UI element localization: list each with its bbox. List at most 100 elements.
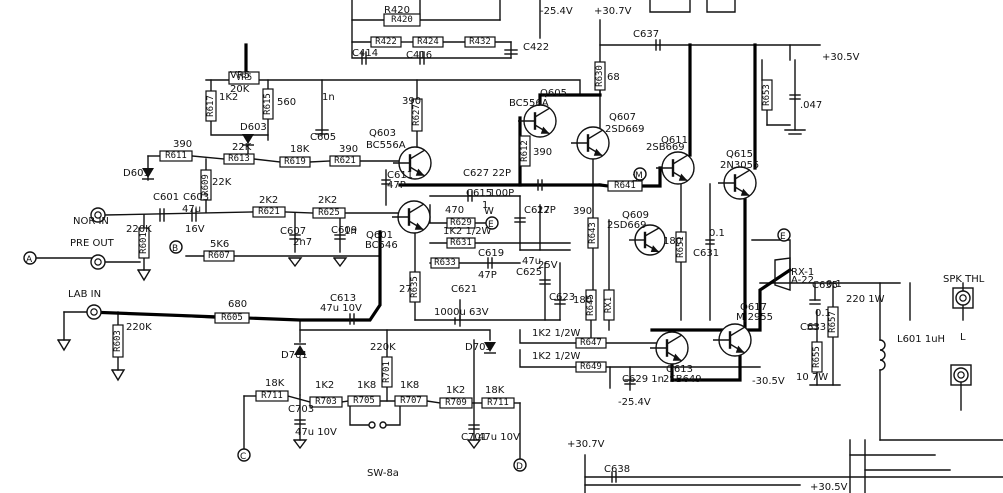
resistor: R629 [446,217,476,229]
component-label: 1000u 63V [434,307,489,318]
resistor: R612 [519,135,531,167]
resistor-label: R619 [284,157,306,167]
resistor-label: R422 [375,37,397,47]
resistor: R705 [347,395,381,407]
test-points: A B C D E E M [23,167,791,472]
resistor: R420 [383,13,421,27]
resistor: R647 [575,337,607,349]
resistor: R601 [138,227,150,259]
resistor-label: R611 [165,151,187,161]
component-label: +30.7V [567,439,605,450]
resistor-label: R653 [762,84,772,106]
component-label: C617 [524,205,550,216]
transistor-symbol [392,200,431,234]
resistor: R422 [370,36,402,48]
svg-text:D: D [516,462,523,472]
resistor-label: R420 [391,15,413,25]
component-label: L601 1uH [897,334,945,345]
component-label: 2SB669 [646,142,685,153]
component-label: C601 [153,192,179,203]
resistor-label: R711 [487,398,509,408]
resistor-label: R432 [469,37,491,47]
component-label: 47u [522,256,541,267]
resistor: R643 [587,217,599,249]
resistor-label: VR5 [236,73,252,83]
component-label: 2SD669 [607,220,647,231]
component-label: A-22 [791,275,814,286]
component-label: 47u 10V [478,432,520,443]
resistor-label: R603 [113,330,123,352]
component-label: 22P [537,205,556,216]
component-label: D703 [465,342,492,353]
relay-symbol [774,257,791,291]
resistor: R711 [481,397,515,409]
component-label: 47P [478,270,497,281]
component-label: 2K2 [259,195,278,206]
svg-text:A: A [26,255,33,265]
component-label: 180 [573,295,592,306]
transistor-symbol [650,331,689,365]
diodes [142,134,496,355]
resistor-label: R615 [263,93,273,115]
component-label: 25V [538,260,558,271]
connector-terminal [955,290,971,306]
component-label: Q607 [609,112,636,123]
component-label: VR5 [230,70,250,81]
svg-text:M: M [635,171,643,181]
component-label: 47u 10V [320,303,362,314]
component-label: Q611 [661,135,688,146]
component-label: BC556A [366,140,406,151]
terminal-group [86,207,971,383]
resistor-label: R627 [412,104,422,126]
resistor-label: R621 [258,207,280,217]
component-label: C615 [466,188,492,199]
component-label: -25.4V [540,6,573,17]
speaker-terminal-boxes [950,287,974,386]
resistor: R627 [411,98,423,132]
component-label: BC556A [509,98,549,109]
component-label: 390 [339,144,358,155]
resistor-label: R631 [450,238,472,248]
transistor-group [392,104,757,365]
resistor-label: R655 [812,346,822,368]
component-label: C703 [288,404,314,415]
component-label: C631 [693,248,719,259]
resistor-label: R424 [417,37,439,47]
component-label: 0.1 [815,308,831,319]
resistor-label: R641 [614,181,636,191]
component-label: 220 1W [846,294,885,305]
component-label: C637 [633,29,659,40]
resistor-label: R613 [228,154,250,164]
connector-terminal [90,207,106,223]
component-label: +30.5V [810,482,848,493]
resistor: R603 [112,324,124,358]
inductor-l601 [879,339,886,371]
component-label: Q603 [369,128,396,139]
component-label: 390 [573,206,592,217]
component-label: C701 [461,432,487,443]
component-label: BC546 [365,240,398,251]
component-label: C607 [280,226,306,237]
component-label: 10 7W [796,372,828,383]
svg-text:E: E [488,220,494,230]
resistor: R641 [607,180,643,192]
component-label: C623 [549,292,575,303]
resistor-label: R649 [580,362,602,372]
component-label: C414 [352,48,378,59]
component-label: 1K2 [219,92,238,103]
component-label: D701 [281,350,308,361]
svg-text:B: B [172,244,178,254]
resistor-label: R625 [318,208,340,218]
component-label: 220K [370,342,396,353]
component-label: C609 [331,225,357,236]
component-label: +30.5V [822,52,860,63]
resistor-label: R705 [353,396,375,406]
component-label: C629 1n [622,374,664,385]
resistor-label: R633 [434,258,456,268]
component-label: .047 [800,100,822,111]
transistor-symbol [518,104,557,138]
resistor-label: R643 [588,222,598,244]
resistor-label: R605 [221,313,243,323]
